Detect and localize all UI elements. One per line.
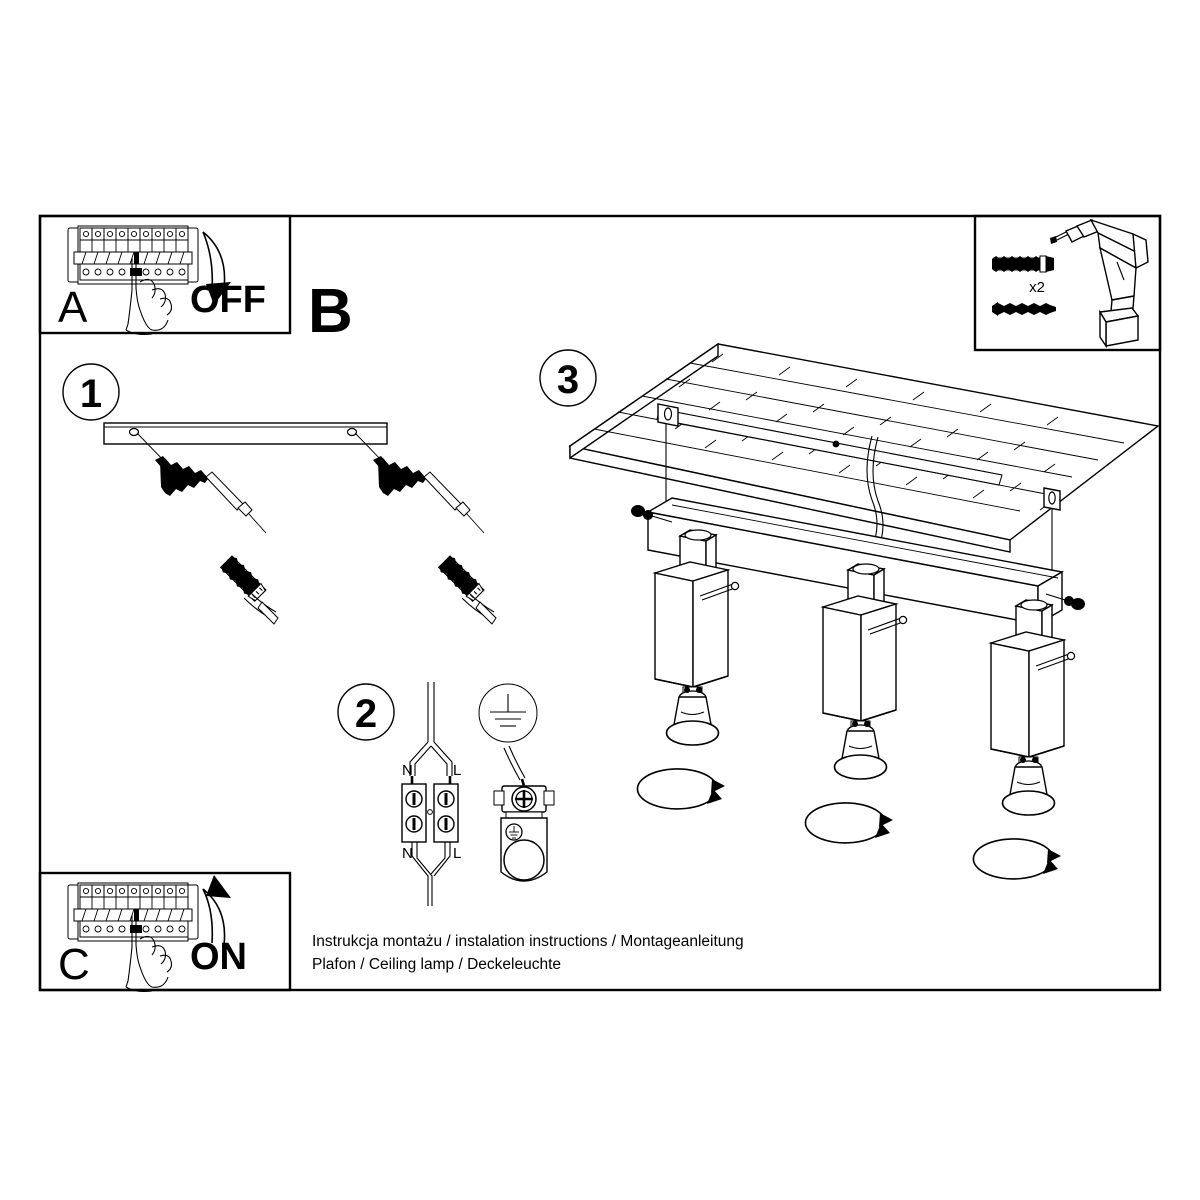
- screw-plug-assembly-right: [354, 432, 497, 625]
- brick-ceiling-icon: [568, 342, 1160, 553]
- circuit-breaker-panel-icon: [67, 882, 199, 942]
- terminal-bottom-live-label: L: [453, 845, 461, 862]
- spot-light-2: [804, 563, 908, 844]
- step-2-badge: [337, 683, 395, 741]
- screw-plug-assembly-left: [136, 432, 279, 625]
- earth-wire-icon: [503, 745, 526, 787]
- outer-frame: [38, 214, 1162, 992]
- terminal-block-icon: [401, 783, 459, 843]
- panel-a: A OFF: [38, 214, 292, 336]
- earth-ground-symbol-icon: [478, 683, 538, 743]
- ceiling-supply-cable-icon: [866, 435, 884, 550]
- panel-a-action-text: OFF: [190, 279, 266, 321]
- power-drill-icon: [1050, 218, 1149, 349]
- step-3-number: 3: [557, 358, 579, 402]
- rotation-arrow-icon: [804, 802, 893, 844]
- step-1-group: 1: [62, 363, 497, 625]
- caption-line-1: Instrukcja montażu / instalation instruc…: [312, 933, 744, 950]
- supply-cable-icon: [409, 682, 453, 786]
- terminal-top-neutral-label: N: [402, 762, 413, 779]
- spot-light-1: [636, 529, 740, 810]
- hand-pointing-icon: [125, 258, 173, 336]
- panel-c-label: C: [58, 940, 90, 989]
- panel-a-label: A: [58, 283, 88, 332]
- panel-c: C ON: [38, 871, 292, 993]
- circuit-breaker-panel-icon: [67, 225, 199, 285]
- tools-panel-frame: [973, 214, 1162, 352]
- curved-arrow-up-icon: [202, 875, 231, 946]
- panel-a-frame: [38, 214, 292, 335]
- rotation-arrow-icon: [972, 838, 1061, 880]
- lamp-base-bar-icon: [631, 497, 1085, 626]
- screw-icon: [992, 302, 1056, 316]
- terminal-bottom-neutral-label: N: [402, 845, 413, 862]
- ceiling-mount-rail-icon: [656, 403, 1061, 511]
- step-3-badge: [539, 349, 597, 407]
- section-b-label: B: [308, 277, 353, 346]
- spot-light-3: [972, 599, 1076, 880]
- ground-bracket-icon: [493, 785, 555, 882]
- step-1-number: 1: [80, 372, 102, 416]
- terminal-top-live-label: L: [453, 762, 461, 779]
- fixture-cable-icon: [411, 842, 451, 906]
- panel-c-action-text: ON: [190, 936, 247, 978]
- step-2-group: 2 N L: [337, 682, 555, 906]
- step-2-number: 2: [355, 692, 377, 736]
- rotation-arrow-icon: [636, 768, 725, 810]
- mounting-bar-icon: [103, 422, 388, 445]
- curved-arrow-down-icon: [202, 231, 231, 305]
- wall-plug-icon: [992, 255, 1054, 273]
- caption-line-2: Plafon / Ceiling lamp / Deckeleuchte: [312, 956, 561, 973]
- hand-pointing-icon: [125, 915, 173, 993]
- tools-quantity-label: x2: [1029, 279, 1045, 296]
- panel-c-frame: [38, 871, 292, 992]
- step-1-badge: [62, 363, 120, 421]
- tools-panel: x2: [973, 214, 1162, 352]
- step-3-group: 3: [539, 342, 1160, 880]
